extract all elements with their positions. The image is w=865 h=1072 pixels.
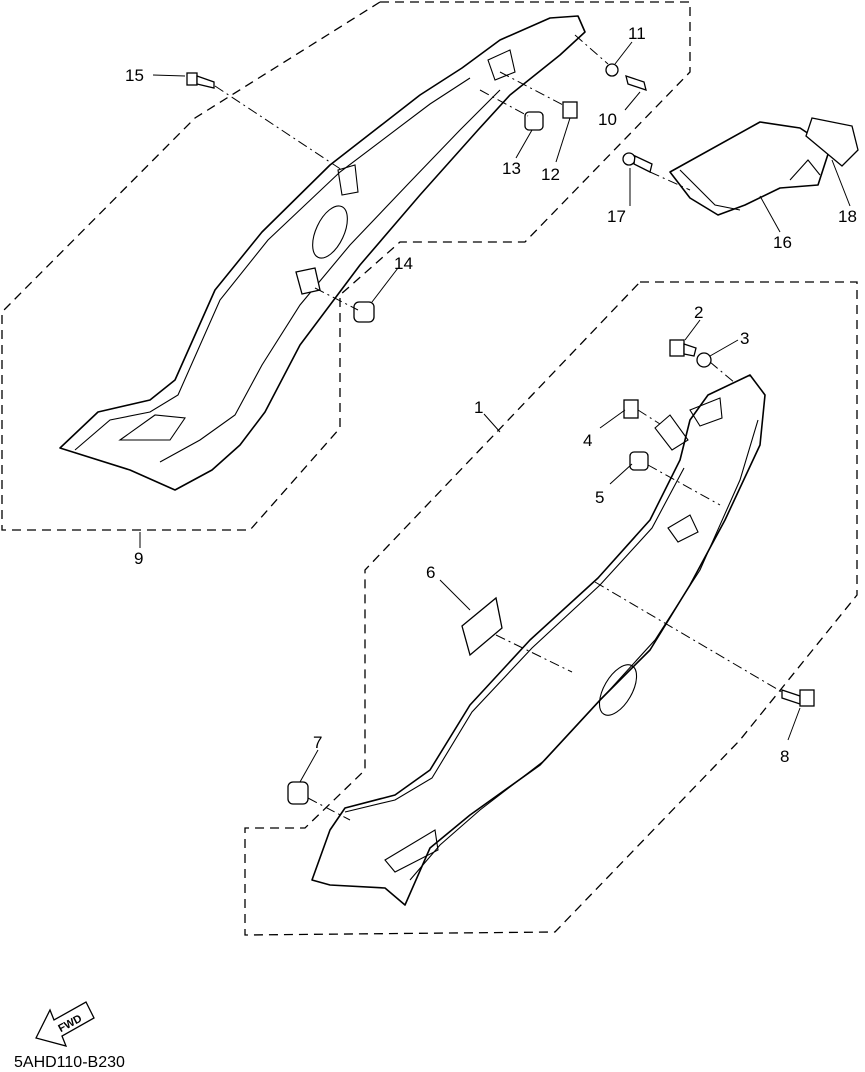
- assembly-line-5: [647, 464, 721, 506]
- callout-11: 11: [628, 24, 646, 43]
- leader-4: [599, 409, 626, 429]
- emblem-18: [805, 117, 859, 167]
- callout-16: 16: [773, 233, 792, 252]
- assembly-line-15: [214, 85, 343, 171]
- leader-10: [624, 91, 641, 111]
- grommet-13: [524, 111, 544, 131]
- assembly-line-4: [637, 409, 661, 425]
- callout-18: 18: [838, 207, 857, 226]
- callout-9: 9: [134, 549, 143, 568]
- screw-17: [622, 152, 653, 173]
- drawing-code: 5AHD110-B230: [14, 1054, 125, 1071]
- assembly-line-11: [574, 34, 609, 65]
- callout-5: 5: [595, 488, 604, 507]
- screw-8: [781, 689, 815, 707]
- callout-14: 14: [394, 254, 413, 273]
- side-cover-lower: [311, 374, 766, 906]
- callout-6: 6: [426, 563, 435, 582]
- leader-16: [759, 195, 781, 233]
- assembly-line-7: [307, 797, 351, 821]
- leader-13: [515, 129, 533, 159]
- side-cover-upper: [59, 15, 586, 491]
- fwd-arrow-icon: FWD: [35, 1001, 95, 1047]
- clip-12: [562, 101, 578, 119]
- leader-7: [299, 749, 319, 783]
- assembly-line-13: [479, 89, 529, 117]
- grommet-5: [629, 451, 649, 471]
- leader-18: [831, 159, 851, 207]
- callout-3: 3: [740, 329, 749, 348]
- assembly-line-6: [495, 634, 573, 673]
- leader-5: [609, 463, 633, 485]
- assembly-line-17: [649, 171, 691, 191]
- callout-12: 12: [541, 165, 560, 184]
- callout-7: 7: [313, 733, 322, 752]
- assembly-line-3: [709, 361, 736, 384]
- leader-8: [787, 707, 801, 741]
- leader-11: [614, 41, 633, 65]
- leader-14: [371, 267, 399, 303]
- screw-2: [669, 339, 697, 357]
- callout-8: 8: [780, 747, 789, 766]
- callout-15: 15: [125, 66, 144, 85]
- leader-2: [684, 319, 701, 341]
- leader-12: [555, 117, 571, 163]
- assembly-line-14: [314, 287, 359, 311]
- assembly-line-12: [499, 71, 566, 107]
- label-6: [461, 596, 503, 657]
- tail-cover-16: [669, 121, 831, 216]
- callout-13: 13: [502, 159, 521, 178]
- grommet-14: [353, 301, 375, 323]
- callout-1: 1: [474, 398, 483, 417]
- callout-4: 4: [583, 431, 592, 450]
- assembly-boundary-9: [1, 1, 691, 531]
- callout-10: 10: [598, 110, 617, 129]
- assembly-line-8: [594, 581, 783, 693]
- grommet-7: [287, 781, 309, 805]
- leader-6: [439, 579, 471, 611]
- callout-2: 2: [694, 303, 703, 322]
- clip-4: [623, 399, 639, 419]
- leader-1: [483, 413, 501, 433]
- screw-15: [186, 72, 215, 89]
- leader-15: [152, 74, 186, 77]
- callout-17: 17: [607, 207, 626, 226]
- screw-10: [625, 75, 647, 91]
- leader-3: [709, 339, 739, 357]
- nut-11: [605, 63, 619, 77]
- washer-3: [696, 352, 712, 368]
- assembly-boundary-1: [244, 281, 858, 936]
